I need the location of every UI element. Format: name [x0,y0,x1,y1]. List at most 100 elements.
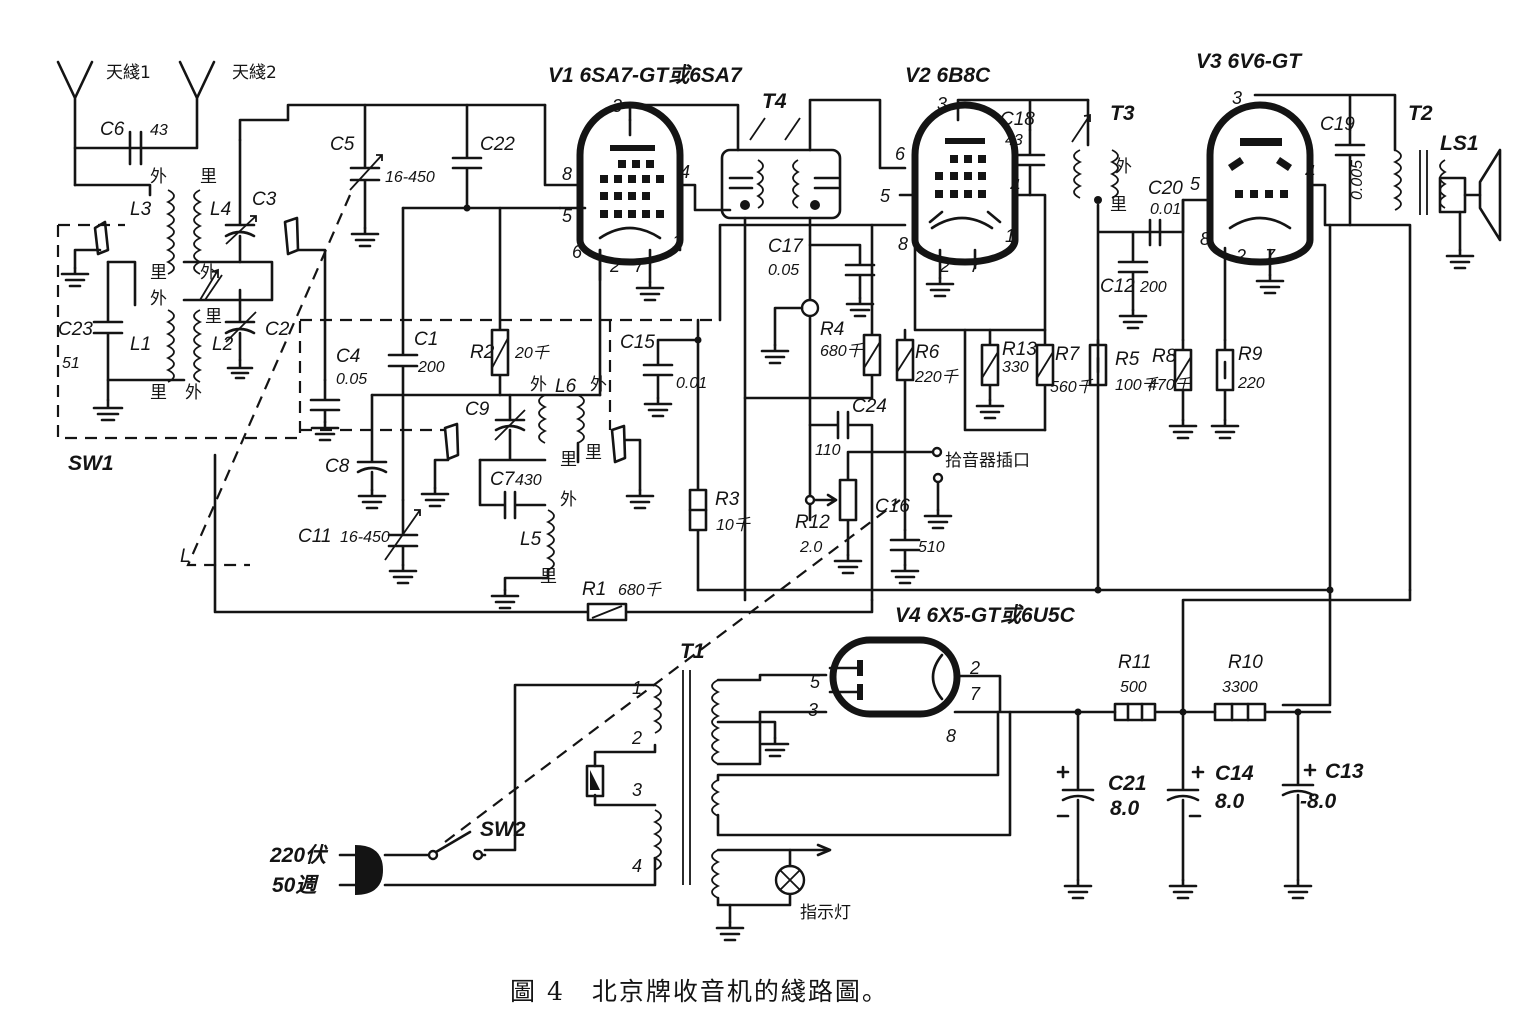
ground-symbol [890,563,920,585]
l1-label: L1 [130,334,151,355]
c8-label: C8 [325,456,350,477]
v2-pin8: 8 [898,234,908,254]
capacitor-c6 [128,130,143,166]
r7-value: 560千 [1050,378,1094,396]
r8-value: 470千 [1148,376,1192,394]
c15-value: 0.01 [676,375,707,392]
capacitor-c12 [1117,230,1149,312]
c4-label: C4 [336,346,360,367]
r12-value: 2.0 [799,539,822,556]
v1-pin4: 4 [680,162,690,182]
ground-symbol [1118,308,1148,330]
t1-pin4: 4 [632,856,642,876]
ls1-label: LS1 [1440,132,1479,155]
r9-label: R9 [1238,344,1263,365]
v4-pin7: 7 [970,684,981,704]
ground-symbol [923,508,953,530]
v4-pin8: 8 [946,726,956,746]
c12-label: C12 [1100,276,1135,297]
tube-v4 [828,636,961,718]
capacitor-c13 [1281,710,1317,882]
r2-label: R2 [470,342,495,363]
v3-pin3: 3 [1232,88,1242,108]
figure-caption: 圖 4 北京牌收音机的綫路圖。 [510,977,889,1006]
c20-value: 0.01 [1150,201,1181,218]
c9-label: C9 [465,399,490,420]
v1-pin3: 3 [612,96,622,116]
c2-label: C2 [265,319,290,340]
l1-inner-mark: 里 [150,383,167,403]
ground-symbol [760,736,790,758]
antenna-1 [56,60,94,187]
l1-outer-mark: 外 [150,289,167,309]
ground-symbol [490,588,520,610]
sw2-label: SW2 [480,818,526,841]
ground-symbol [845,296,875,318]
v3-pin5: 5 [1190,174,1201,194]
capacitor-c15 [642,338,700,400]
resistor-r1 [213,453,874,622]
tube-v1 [576,101,684,266]
mains-frequency: 50週 [272,874,319,897]
c19-label: C19 [1320,114,1355,135]
mains-plug [338,845,383,895]
gang-mark: L [180,546,191,567]
r13-value: 330 [1002,359,1029,376]
capacitor-c20 [1148,218,1162,247]
c4-value: 0.05 [336,371,367,388]
ground-symbol [1168,878,1198,900]
c13-label: C13 [1325,760,1364,783]
resistor-r2 [490,206,510,397]
antenna-2-label: 天綫2 [232,63,277,83]
r5-label: R5 [1115,349,1140,370]
capacitor-c3 [224,138,257,264]
capacitor-c22 [451,103,483,210]
r4-value: 680千 [820,342,864,360]
c21-value: 8.0 [1110,797,1140,820]
c6-label: C6 [100,119,125,140]
v1-pin1: 1 [672,232,682,252]
ground-symbol [60,266,90,288]
r10-label: R10 [1228,652,1263,673]
capacitor-c19 [1334,128,1366,227]
ground-symbol [975,398,1005,420]
v2-pin4: 4 [1010,176,1020,196]
r8-label: R8 [1152,346,1177,367]
resistor-r6 [895,328,915,532]
v1-label: V1 6SA7-GT或6SA7 [548,63,743,87]
c14-value: 8.0 [1215,790,1245,813]
coil-l6 [538,394,585,444]
ground-symbol [1445,248,1475,270]
mains-voltage: 220伏 [269,843,329,867]
l6-outer-mark-2: 外 [590,375,607,395]
l4-label: L4 [210,199,231,220]
capacitor-c17 [808,243,876,300]
l3-outer-mark: 外 [150,167,167,187]
capacitor-c4 [309,378,341,424]
v4-pin5: 5 [810,672,821,692]
capacitor-c2 [224,288,257,362]
r11-value: 500 [1120,679,1147,696]
capacitor-c8 [356,393,602,492]
ground-symbol [92,398,124,422]
t1-label: T1 [680,640,705,663]
c18-value: 43 [1005,132,1023,149]
c5-label: C5 [330,134,355,155]
capacitor-c23 [92,260,124,402]
l6-outer-mark: 外 [530,375,547,395]
t1-pin2: 2 [631,728,642,748]
t2-label: T2 [1408,102,1433,125]
c14-label: C14 [1215,762,1254,785]
resistor-r8 [1173,338,1193,422]
ground-symbol [1283,878,1313,900]
v2-pin5: 5 [880,186,891,206]
t1-pin3: 3 [632,780,642,800]
c7-label: C7 [490,469,516,490]
ground-symbol [1255,273,1285,295]
c17-label: C17 [768,236,804,257]
r13-label: R13 [1002,339,1037,360]
transformer-t3 [1071,113,1119,204]
v2-pin1: 1 [1005,226,1015,246]
t3-label: T3 [1110,102,1135,125]
